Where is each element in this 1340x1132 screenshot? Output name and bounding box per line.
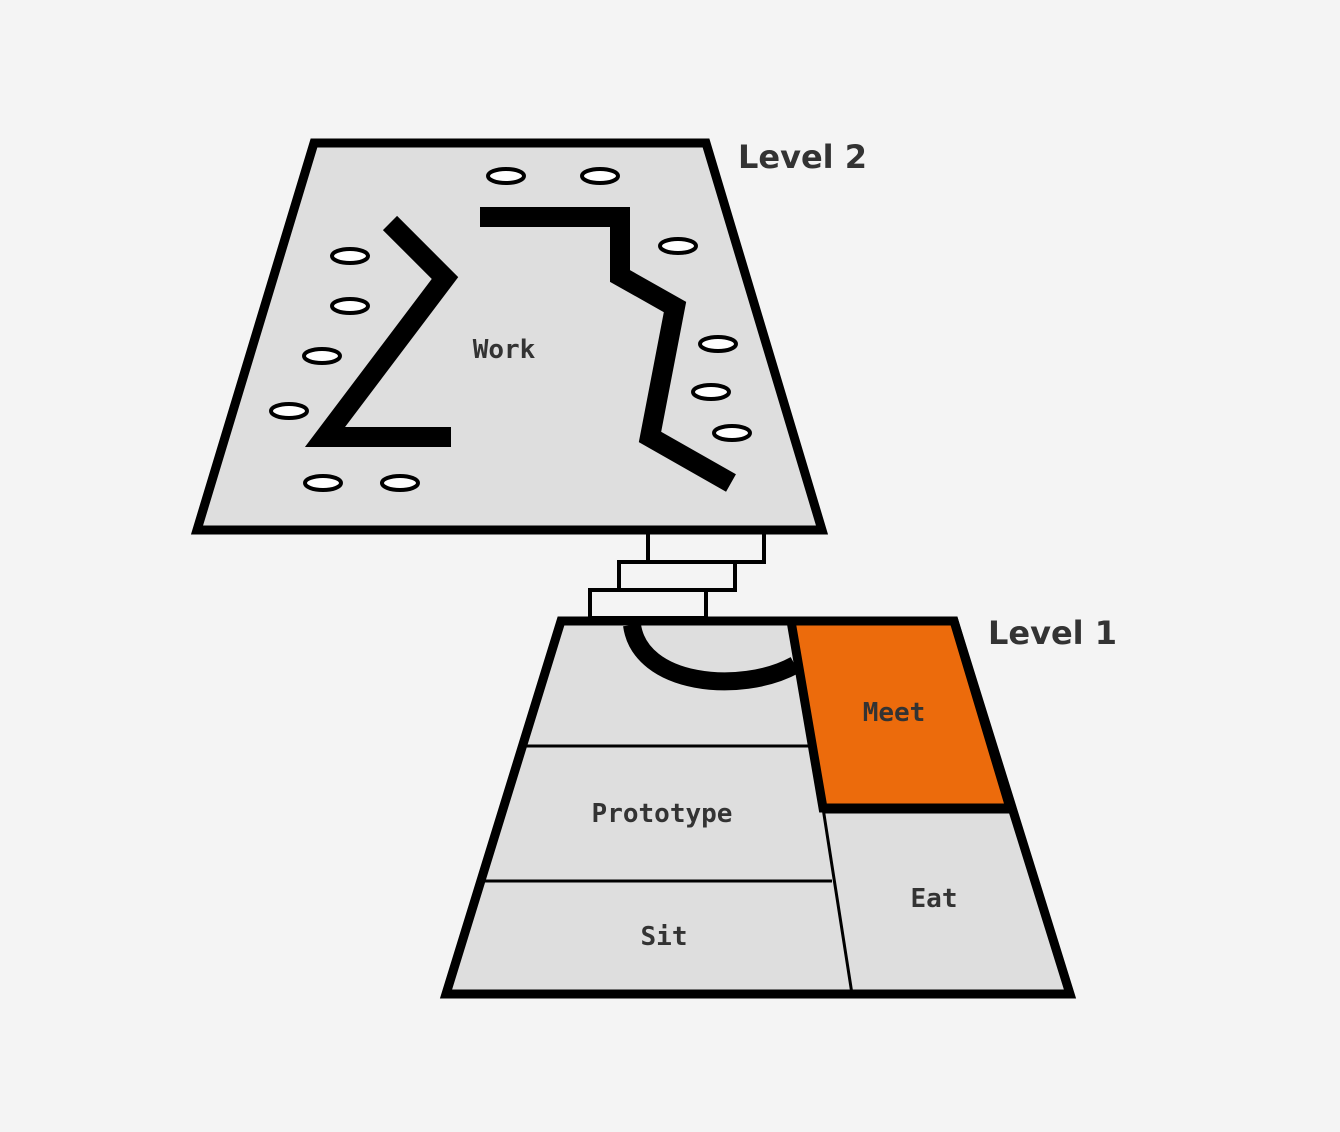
- level-2-seats: [269, 167, 752, 492]
- seat: [486, 167, 526, 185]
- room-label-meet: Meet: [863, 698, 926, 728]
- divider-center: [821, 807, 854, 995]
- level-1-floor: Meet Prototype Sit Eat: [439, 616, 1077, 999]
- level-2-wall-right: [480, 207, 736, 492]
- seat: [691, 383, 731, 401]
- stair-step-1: [646, 530, 766, 564]
- seat: [330, 247, 370, 265]
- room-label-sit: Sit: [641, 922, 688, 952]
- stair-step-3: [588, 588, 708, 620]
- curved-wall: [623, 623, 800, 691]
- room-label-work: Work: [473, 335, 536, 365]
- room-label-eat: Eat: [911, 884, 958, 914]
- level-2-floor: Work: [190, 138, 829, 535]
- room-meet: [785, 616, 1017, 813]
- seat: [580, 167, 620, 185]
- seat: [698, 335, 738, 353]
- seat: [303, 474, 343, 492]
- seat: [712, 424, 752, 442]
- room-label-prototype: Prototype: [592, 799, 733, 829]
- level-2-wall-left: [304, 215, 459, 447]
- level-1-label: Level 1: [988, 614, 1117, 652]
- staircase: [588, 530, 766, 620]
- seat: [269, 402, 309, 420]
- seat: [330, 297, 370, 315]
- seat: [302, 347, 342, 365]
- level-2-label: Level 2: [738, 138, 867, 176]
- seat: [658, 237, 698, 255]
- stair-step-2: [617, 560, 737, 592]
- seat: [380, 474, 420, 492]
